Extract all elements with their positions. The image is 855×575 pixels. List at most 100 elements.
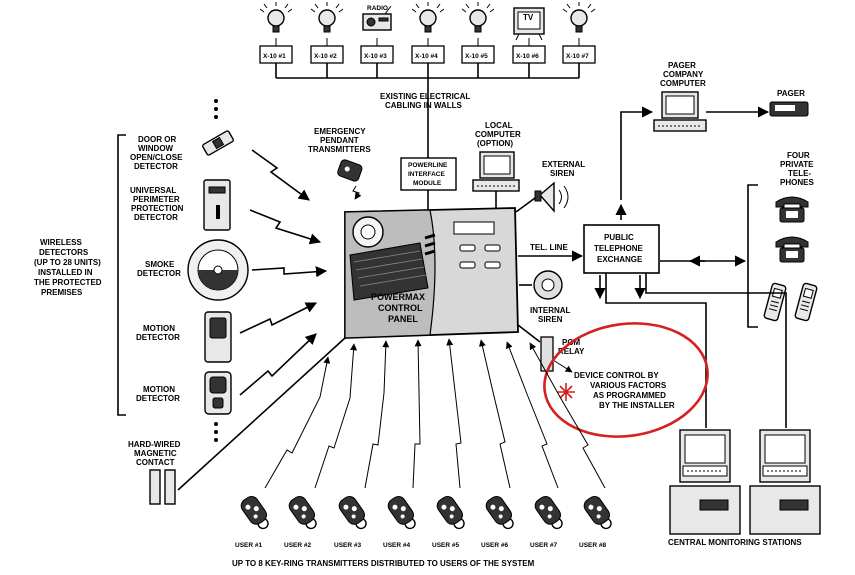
user-label: USER #6 — [481, 542, 508, 549]
internal-siren-icon — [533, 270, 563, 300]
motion-detector-label: DETECTOR — [136, 333, 180, 342]
door-detector-label: OPEN/CLOSE — [130, 153, 183, 162]
x10-module: X-10 #7 — [562, 45, 596, 64]
external-siren-label: EXTERNAL — [542, 160, 585, 169]
keyfob-icon — [338, 495, 367, 530]
door-detector-label: DETECTOR — [134, 162, 178, 171]
motion-detector-label: DETECTOR — [136, 394, 180, 403]
pager-label: PAGER — [777, 89, 805, 98]
user-label: USER #5 — [432, 542, 459, 549]
telephone-icon — [775, 196, 809, 223]
telephone-icon — [775, 236, 809, 263]
x10-module: X-10 #1 — [259, 45, 293, 64]
svg-text:CONTROL: CONTROL — [378, 303, 423, 313]
wireless-label: PREMISES — [41, 288, 83, 297]
door-detector-label: WINDOW — [138, 144, 174, 153]
phones-label: PRIVATE — [780, 160, 814, 169]
user-label: USER #3 — [334, 542, 361, 549]
wireless-label: INSTALLED IN — [38, 268, 93, 277]
radio-label: RADIO — [367, 5, 388, 12]
cellphone-icon — [794, 282, 818, 322]
svg-text:X-10 #6: X-10 #6 — [516, 53, 539, 60]
user-label: USER #4 — [383, 542, 410, 549]
pendant-label: EMERGENCY — [314, 127, 366, 136]
radio-icon — [362, 5, 392, 31]
central-station-icon — [749, 429, 821, 535]
external-siren-label: SIREN — [550, 169, 575, 178]
x10-module: X-10 #5 — [461, 45, 495, 64]
phones-label: FOUR — [787, 151, 810, 160]
keyfob-signal-arrows — [264, 338, 606, 489]
bulb-icon — [562, 2, 596, 33]
perimeter-detector-label: PROTECTION — [131, 204, 184, 213]
pager-computer-label: COMPANY — [663, 70, 704, 79]
wireless-signal-arrows — [239, 149, 328, 396]
keyfob-icon — [583, 495, 612, 530]
svg-text:X-10 #7: X-10 #7 — [566, 53, 589, 60]
door-sensor-icon — [202, 130, 234, 156]
bulb-icon — [310, 2, 344, 33]
motion-sensor-icon — [204, 371, 232, 415]
ellipsis-icon — [214, 99, 218, 442]
svg-text:X-10 #4: X-10 #4 — [415, 53, 438, 60]
tv-label: TV — [523, 13, 534, 22]
hardwired-label: MAGNETIC — [134, 449, 177, 458]
internal-siren-label: SIREN — [538, 315, 563, 324]
wireless-label: DETECTORS — [39, 248, 89, 257]
motion-sensor-icon — [204, 311, 232, 363]
svg-text:PANEL: PANEL — [388, 314, 418, 324]
bulb-icon — [461, 2, 495, 33]
user-label: USER #7 — [530, 542, 557, 549]
motion-detector-label: MOTION — [143, 385, 175, 394]
tel-line-label: TEL. LINE — [530, 243, 568, 252]
pager-computer-label: COMPUTER — [660, 79, 706, 88]
smoke-detector-label: DETECTOR — [137, 269, 181, 278]
svg-text:X-10 #2: X-10 #2 — [314, 53, 337, 60]
phones-label: PHONES — [780, 178, 814, 187]
device-control-label: DEVICE CONTROL BY — [574, 371, 659, 380]
svg-text:X-10 #1: X-10 #1 — [263, 53, 286, 60]
pendant-transmitter-icon — [337, 159, 363, 182]
x10-module: X-10 #4 — [411, 45, 445, 64]
central-stations-label: CENTRAL MONITORING STATIONS — [668, 538, 802, 547]
door-detector-label: DOOR OR — [138, 135, 176, 144]
keyfob-icon — [387, 495, 416, 530]
svg-text:MODULE: MODULE — [413, 180, 442, 187]
local-computer-label: (OPTION) — [477, 139, 513, 148]
svg-text:X-10 #5: X-10 #5 — [465, 53, 488, 60]
pendant-label: PENDANT — [320, 136, 359, 145]
svg-text:TELEPHONE: TELEPHONE — [594, 244, 644, 253]
svg-text:POWERLINE: POWERLINE — [408, 162, 448, 169]
bottom-caption: UP TO 8 KEY-RING TRANSMITTERS DISTRIBUTE… — [232, 559, 535, 568]
bulb-icon — [411, 2, 445, 33]
x10-module: X-10 #6 — [512, 45, 546, 64]
telephone-exchange-box: PUBLIC TELEPHONE EXCHANGE — [583, 224, 660, 274]
pager-computer-icon — [653, 91, 707, 132]
x10-row: RADIO TV X-10 #1 X-10 #2 — [259, 2, 596, 158]
keyfob-icon — [534, 495, 563, 530]
device-control-label: VARIOUS FACTORS — [590, 381, 667, 390]
central-station-icon — [669, 429, 741, 535]
magnetic-contact-icon — [149, 469, 176, 505]
keyfob-icon — [240, 495, 269, 530]
smoke-detector-icon — [187, 239, 249, 301]
local-computer-label: LOCAL — [485, 121, 513, 130]
user-label: USER #8 — [579, 542, 606, 549]
perimeter-detector-label: DETECTOR — [134, 213, 178, 222]
phones-label: TELE- — [788, 169, 811, 178]
pgm-label: RELAY — [558, 347, 585, 356]
highlight-circle — [543, 322, 709, 438]
tv-icon — [513, 7, 545, 41]
cabling-label: EXISTING ELECTRICAL — [380, 92, 470, 101]
motion-detector-label: MOTION — [143, 324, 175, 333]
keyfob-icon — [288, 495, 317, 530]
powermax-control-panel: POWERMAX CONTROL PANEL — [344, 207, 519, 339]
bulb-icon — [259, 2, 293, 33]
device-control-label: BY THE INSTALLER — [599, 401, 675, 410]
x10-module: X-10 #3 — [360, 45, 394, 64]
pendant-label: TRANSMITTERS — [308, 145, 371, 154]
keyfob-icon — [436, 495, 465, 530]
device-control-label: AS PROGRAMMED — [593, 391, 666, 400]
perimeter-sensor-icon — [203, 179, 231, 231]
